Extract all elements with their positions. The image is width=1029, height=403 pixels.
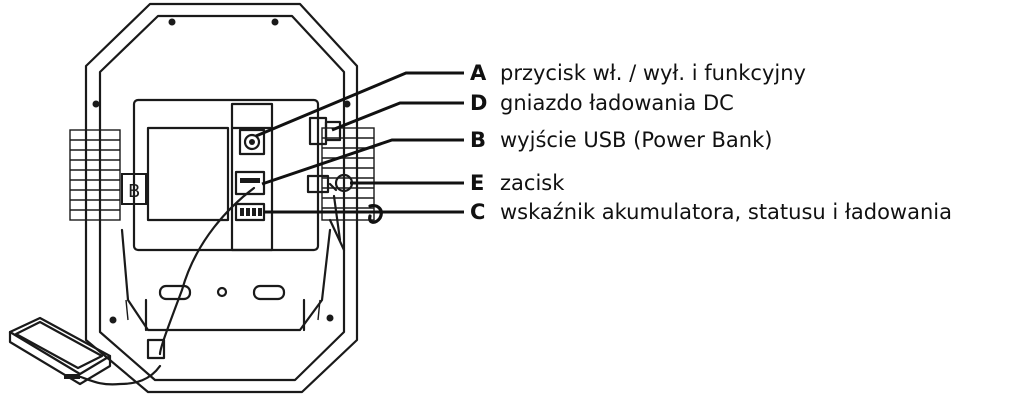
callout-C: C wskaźnik akumulatora, statusu i ładowa… — [470, 198, 952, 226]
leader-D — [331, 101, 464, 132]
outer-frame — [84, 2, 359, 394]
callout-text: przycisk wł. / wył. i funkcyjny — [500, 61, 806, 85]
leader-B — [261, 138, 464, 186]
callout-E: E zacisk — [470, 169, 564, 197]
leader-lines — [255, 71, 464, 214]
callout-A: A przycisk wł. / wył. i funkcyjny — [470, 59, 806, 87]
callout-letter: E — [470, 171, 485, 195]
smartphone-icon — [8, 316, 112, 386]
callout-text: wskaźnik akumulatora, statusu i ładowani… — [500, 200, 952, 224]
stand-bracket — [120, 228, 332, 332]
back-panel — [132, 98, 320, 252]
power-button — [238, 128, 266, 156]
callout-B: B wyjście USB (Power Bank) — [470, 126, 772, 154]
callout-text: zacisk — [500, 171, 565, 195]
callout-letter: B — [470, 128, 487, 152]
cooling-fins-right — [321, 127, 375, 221]
callout-letter: D — [470, 91, 488, 115]
leader-A — [255, 71, 464, 138]
callout-text: gniazdo ładowania DC — [500, 91, 734, 115]
battery-indicator — [234, 202, 266, 222]
callout-D: D gniazdo ładowania DC — [470, 89, 734, 117]
callout-text: wyjście USB (Power Bank) — [500, 128, 773, 152]
callout-letter: A — [470, 61, 487, 85]
callout-letter: C — [470, 200, 486, 224]
dc-socket — [308, 116, 342, 146]
